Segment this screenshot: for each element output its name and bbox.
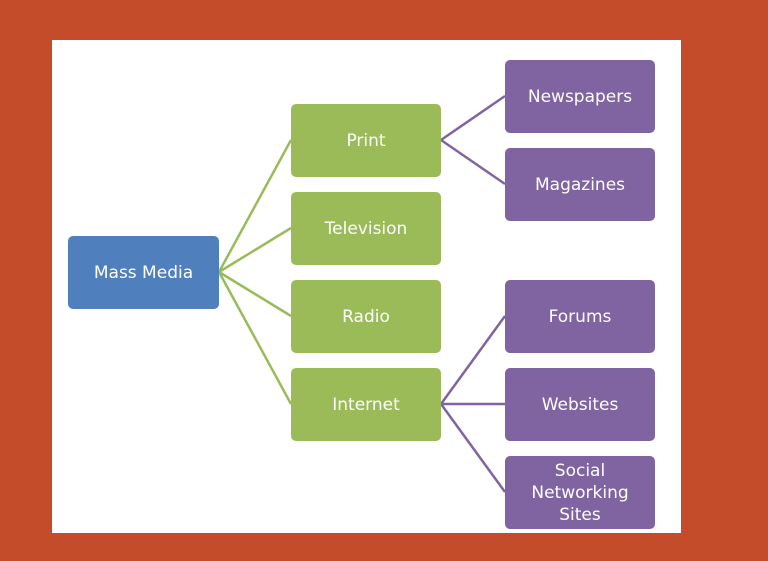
node-forums: Forums (505, 280, 655, 353)
node-social-networking-sites: Social Networking Sites (505, 456, 655, 529)
node-newspapers: Newspapers (505, 60, 655, 133)
connector-internet-forums (439, 315, 507, 405)
node-print: Print (291, 104, 441, 177)
node-label: Internet (332, 394, 400, 415)
connector-print-magazines (440, 138, 506, 186)
node-mass-media: Mass Media (68, 236, 219, 309)
node-radio: Radio (291, 280, 441, 353)
connector-print-newspapers (440, 94, 506, 142)
node-label: Websites (541, 394, 619, 415)
connector-root-television (218, 226, 292, 274)
node-label: Mass Media (93, 262, 194, 283)
node-label: Magazines (534, 174, 626, 195)
node-label: Radio (342, 306, 390, 327)
node-label: Print (346, 130, 386, 151)
node-label: Newspapers (527, 86, 633, 107)
connector-root-internet (217, 271, 293, 405)
connector-root-radio (218, 270, 292, 318)
connector-root-print (217, 139, 293, 273)
connector-internet-social (439, 403, 507, 493)
node-television: Television (291, 192, 441, 265)
node-label: Social Networking Sites (531, 460, 629, 525)
node-magazines: Magazines (505, 148, 655, 221)
node-label: Forums (548, 306, 612, 327)
node-internet: Internet (291, 368, 441, 441)
node-websites: Websites (505, 368, 655, 441)
node-label: Television (324, 218, 408, 239)
